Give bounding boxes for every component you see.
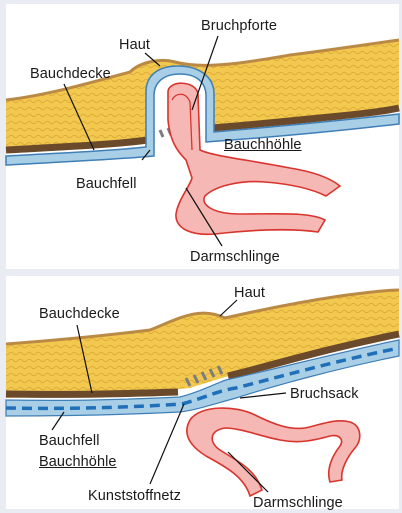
- label-darmschlinge-top: Darmschlinge: [190, 250, 280, 265]
- label-bauchdecke-bottom: Bauchdecke: [39, 307, 120, 322]
- label-bauchfell-bottom: Bauchfell: [39, 434, 100, 449]
- label-kunststoffnetz: Kunststoffnetz: [88, 489, 181, 504]
- label-bauchfell-top: Bauchfell: [76, 177, 137, 192]
- label-bruchpforte: Bruchpforte: [201, 19, 277, 34]
- label-darmschlinge-bottom: Darmschlinge: [253, 496, 343, 511]
- label-haut-top: Haut: [119, 38, 150, 53]
- label-bauchdecke-top: Bauchdecke: [30, 67, 111, 82]
- label-bruchsack: Bruchsack: [290, 387, 359, 402]
- label-bauchhoehle-top: Bauchhöhle: [224, 138, 302, 153]
- panel-top: [6, 4, 399, 269]
- label-haut-bottom: Haut: [234, 286, 265, 301]
- label-bauchhoehle-bottom: Bauchhöhle: [39, 455, 117, 470]
